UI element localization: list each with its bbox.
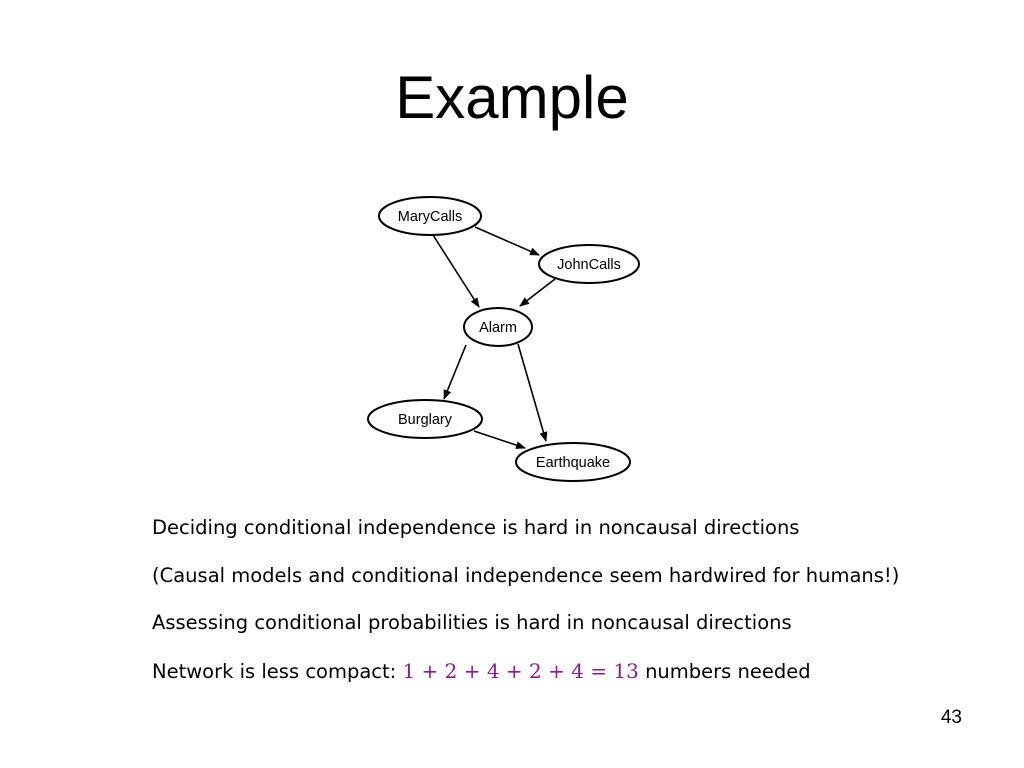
body-line-4-suffix: numbers needed (638, 660, 811, 683)
node-johncalls: JohnCalls (538, 244, 640, 284)
node-alarm: Alarm (463, 307, 533, 347)
node-label-earthquake: Earthquake (536, 455, 610, 471)
edge-alarm-earthquake (517, 343, 548, 442)
body-line-1: Deciding conditional independence is har… (152, 516, 800, 539)
edge-marycalls-johncalls (474, 226, 540, 256)
node-label-burglary: Burglary (398, 412, 453, 428)
body-line-3: Assessing conditional probabilities is h… (152, 611, 792, 634)
node-burglary: Burglary (367, 399, 483, 439)
edge-johncalls-alarm (519, 278, 556, 307)
node-label-johncalls: JohnCalls (557, 257, 621, 273)
body-line-4: Network is less compact: 1 + 2 + 4 + 2 +… (152, 659, 912, 684)
node-label-alarm: Alarm (479, 320, 517, 336)
parameter-count-math: 1 + 2 + 4 + 2 + 4 = 13 (402, 659, 639, 683)
edge-burglary-earthquake (473, 430, 526, 449)
body-line-4-prefix: Network is less compact: (152, 660, 403, 683)
bayes-network-diagram: MaryCalls JohnCalls Alarm Burglary Earth… (367, 196, 640, 482)
page-number: 43 (940, 707, 962, 728)
node-marycalls: MaryCalls (378, 196, 482, 236)
edge-marycalls-alarm (432, 234, 480, 308)
body-line-2: (Causal models and conditional independe… (152, 564, 900, 587)
edge-alarm-burglary (443, 344, 467, 400)
slide-title: Example (395, 64, 629, 131)
node-label-marycalls: MaryCalls (398, 209, 462, 225)
node-earthquake: Earthquake (515, 442, 631, 482)
